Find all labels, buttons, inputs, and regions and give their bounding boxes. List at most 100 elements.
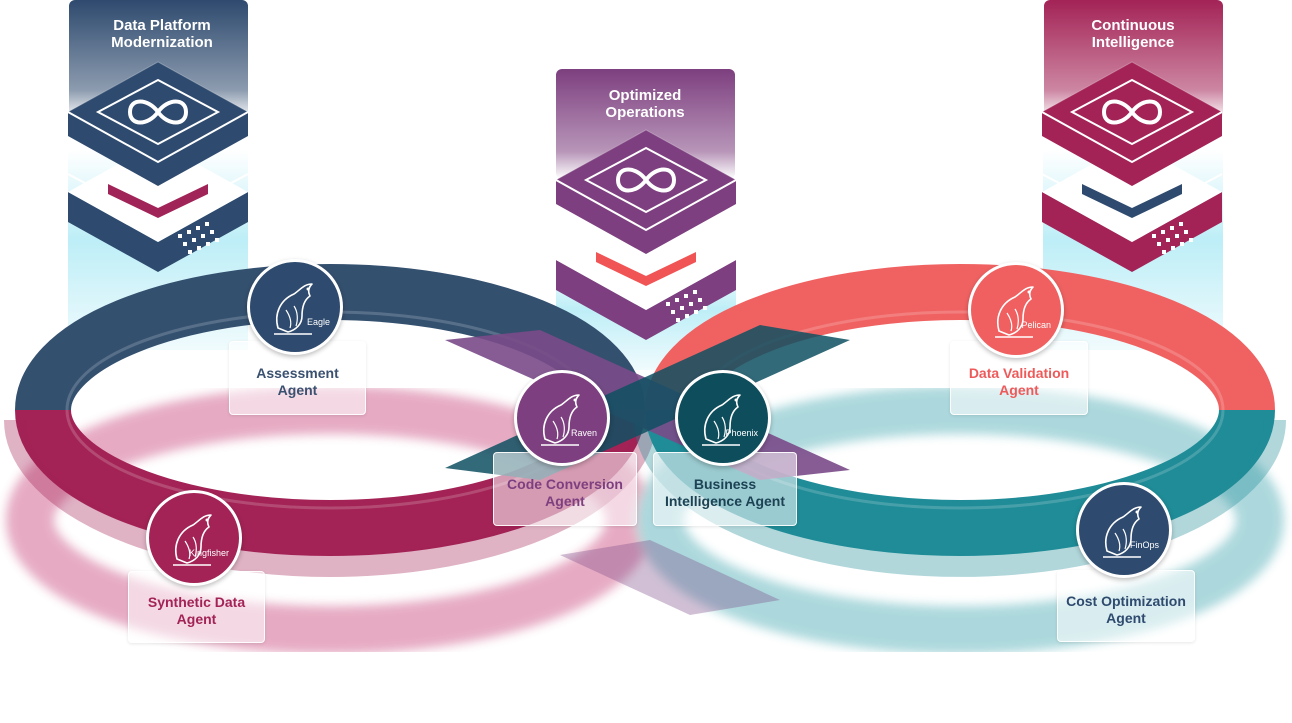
vent-dot bbox=[178, 234, 182, 238]
vent-dot bbox=[197, 246, 201, 250]
vent-dot bbox=[188, 250, 192, 254]
vent-dot bbox=[693, 290, 697, 294]
pillar-server-dpm bbox=[66, 61, 250, 272]
vent-dot bbox=[1175, 234, 1179, 238]
vent-dot bbox=[206, 242, 210, 246]
agent-label-line: Synthetic Data bbox=[147, 594, 246, 610]
vent-dot bbox=[215, 238, 219, 242]
vent-dot bbox=[1166, 238, 1170, 242]
agent-label-line: Agent bbox=[277, 382, 318, 398]
vent-dot bbox=[666, 302, 670, 306]
agent-label-line: Agent bbox=[545, 493, 585, 509]
vent-dot bbox=[685, 314, 689, 318]
vent-dot bbox=[1170, 226, 1174, 230]
pillar-title-data-platform: Data Platform Modernization bbox=[72, 17, 252, 51]
agent-badge-finops[interactable]: FinOps bbox=[1076, 482, 1172, 578]
server-logo-frame bbox=[1069, 78, 1195, 146]
agent-label-line: Agent bbox=[1106, 610, 1146, 626]
server-edge bbox=[67, 173, 249, 224]
server-edge bbox=[555, 241, 737, 292]
vent-dot bbox=[1152, 234, 1156, 238]
vent-dot bbox=[187, 230, 191, 234]
vent-dot bbox=[1179, 222, 1183, 226]
vent-dot bbox=[210, 230, 214, 234]
server-base-top bbox=[556, 210, 736, 310]
agent-badge-name: Eagle bbox=[306, 317, 330, 327]
pillar-title-line: Optimized bbox=[608, 87, 682, 104]
pelican-icon bbox=[995, 286, 1034, 338]
server-logo-frame bbox=[95, 78, 221, 146]
agent-badge-phoenix[interactable]: Phoenix bbox=[675, 370, 771, 466]
pillar-title-continuous-intel: Continuous Intelligence bbox=[1043, 17, 1223, 51]
vent-dot bbox=[1162, 250, 1166, 254]
server-base-top bbox=[1042, 142, 1222, 242]
agent-label-line: Agent bbox=[999, 382, 1039, 398]
agent-label-line: Intelligence Agent bbox=[664, 493, 786, 509]
agent-badge-name: FinOps bbox=[1129, 540, 1159, 550]
vent-dot bbox=[671, 310, 675, 314]
vent-dot bbox=[1171, 246, 1175, 250]
agent-label-line: Agent bbox=[176, 611, 217, 627]
agent-badge-eagle[interactable]: Eagle bbox=[247, 259, 343, 355]
vent-dot bbox=[1180, 242, 1184, 246]
vent-dot bbox=[703, 306, 707, 310]
vent-dot bbox=[689, 302, 693, 306]
server-top-edge bbox=[67, 111, 249, 164]
server-edge bbox=[1041, 173, 1223, 224]
vent-dot bbox=[196, 226, 200, 230]
vent-dot bbox=[1189, 238, 1193, 242]
pillar-title-optimized-ops: Optimized Operations bbox=[555, 87, 735, 121]
vent-dot bbox=[676, 318, 680, 322]
agent-label-line: Code Conversion bbox=[507, 476, 623, 492]
falcon-icon bbox=[1103, 506, 1142, 558]
phoenix-icon bbox=[702, 394, 741, 446]
agent-badge-kingfisher[interactable]: Kingfisher bbox=[146, 490, 242, 586]
vent-dot bbox=[1157, 242, 1161, 246]
agent-label-line: Cost Optimization bbox=[1066, 593, 1186, 609]
vent-dot bbox=[1184, 230, 1188, 234]
vent-dot bbox=[192, 238, 196, 242]
infinity-icon bbox=[127, 99, 189, 125]
pillar-title-line: Data Platform bbox=[113, 17, 211, 34]
pillar-title-line: Operations bbox=[605, 104, 685, 121]
kingfisher-icon bbox=[173, 514, 212, 566]
vent-dot bbox=[675, 298, 679, 302]
server-slot bbox=[1082, 184, 1182, 218]
server-base-top bbox=[68, 142, 248, 242]
vent-dot bbox=[680, 306, 684, 310]
server-slot bbox=[108, 184, 208, 218]
vent-dot bbox=[1161, 230, 1165, 234]
agent-badge-pelican[interactable]: Pelican bbox=[968, 262, 1064, 358]
agent-badge-raven[interactable]: Raven bbox=[514, 370, 610, 466]
pillar-title-line: Continuous bbox=[1091, 17, 1175, 34]
pillar-title-line: Intelligence bbox=[1091, 34, 1175, 51]
pillar-server-oo bbox=[554, 129, 738, 340]
eagle-icon bbox=[274, 283, 313, 335]
server-slot bbox=[596, 252, 696, 286]
agent-label-line: Business bbox=[693, 476, 757, 492]
pillar-title-line: Modernization bbox=[111, 34, 213, 51]
agent-badge-name: Phoenix bbox=[725, 428, 758, 438]
pillar-server-ci bbox=[1040, 61, 1224, 272]
server-top-edge bbox=[1041, 111, 1223, 164]
agent-badge-name: Pelican bbox=[1021, 320, 1051, 330]
agent-label-line: Assessment bbox=[256, 365, 339, 381]
agent-badge-name: Raven bbox=[570, 428, 597, 438]
vent-dot bbox=[684, 294, 688, 298]
vent-dot bbox=[205, 222, 209, 226]
server-logo-frame bbox=[583, 146, 709, 214]
vent-dot bbox=[201, 234, 205, 238]
server-top-edge bbox=[555, 179, 737, 232]
vent-dot bbox=[694, 310, 698, 314]
raven-icon bbox=[541, 394, 580, 446]
agent-label-line: Data Validation bbox=[968, 365, 1070, 381]
cross-band-shadow bbox=[560, 540, 780, 615]
vent-dot bbox=[183, 242, 187, 246]
infinity-icon bbox=[615, 167, 677, 193]
pillar-bg-mid bbox=[556, 69, 735, 179]
infinity-icon bbox=[1101, 99, 1163, 125]
